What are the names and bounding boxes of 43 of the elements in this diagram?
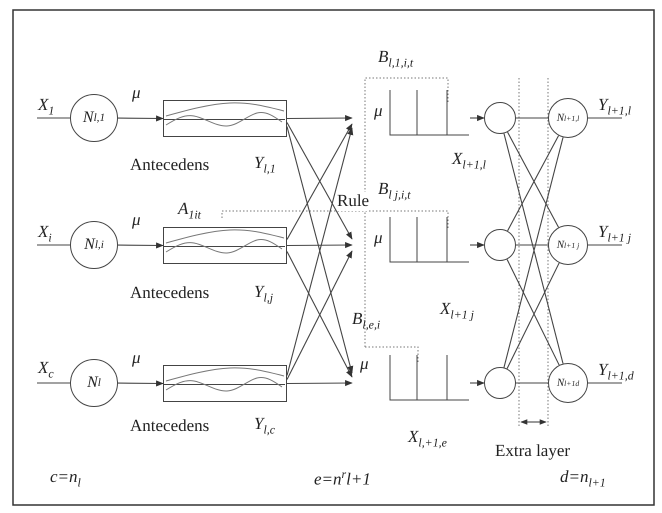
connector-line (516, 382, 548, 384)
text-label: X$_{l+1 j}$ (440, 300, 474, 322)
consequent-label: Y$_{l,1}$ (254, 154, 276, 176)
edge-label: Y$_{l+1,d}$ (598, 361, 634, 382)
axis-label: μ (374, 102, 383, 121)
text-label: X$_{l,+1,e}$ (408, 428, 447, 450)
connector-line (588, 117, 622, 119)
arrow (287, 114, 353, 122)
consequent-label: B$_{l,1,i,t}$ (378, 48, 414, 70)
connector-line (516, 117, 548, 119)
consequent-label: B$_{l,e,i}$ (352, 310, 380, 332)
consequent-label: A$_{1it}$ (178, 200, 201, 222)
arrow (470, 242, 485, 248)
arrow (470, 114, 485, 122)
consequent-label: Y$_{l,c}$ (254, 415, 276, 436)
text-label: X$_{l+1,l}$ (452, 150, 486, 172)
axis-label: μ (374, 229, 383, 248)
node-circle (484, 229, 516, 261)
arrow (118, 242, 164, 249)
connector-line (37, 382, 70, 384)
text-label: d=n$_{l+1}$ (560, 468, 606, 490)
axis-label: μ (360, 355, 369, 374)
node-circle (484, 367, 516, 399)
arrow (470, 380, 485, 386)
edge-label: Y$_{l+1,l}$ (598, 96, 632, 118)
text-label: Rule (337, 192, 370, 211)
connector-line (37, 117, 70, 119)
consequent-label: B$_{l j,i,t}$ (378, 180, 411, 202)
edge-label: X$_{c}$ (38, 359, 54, 380)
connector-line (588, 382, 622, 384)
edge-label: Y$_{l+1 j}$ (598, 223, 632, 244)
arrow (287, 242, 353, 248)
consequent-label: Y$_{l,j}$ (254, 283, 274, 304)
connector-line (516, 244, 548, 246)
arrow (118, 380, 164, 387)
arrow (118, 115, 164, 122)
arrow (287, 380, 353, 386)
node-circle (484, 102, 516, 134)
edge-label: X$_{i}$ (38, 223, 52, 244)
connector-line (588, 244, 622, 246)
text-label: Extra layer (495, 442, 570, 461)
edge-label: X$_{1}$ (38, 96, 54, 118)
connector-line (37, 244, 70, 246)
